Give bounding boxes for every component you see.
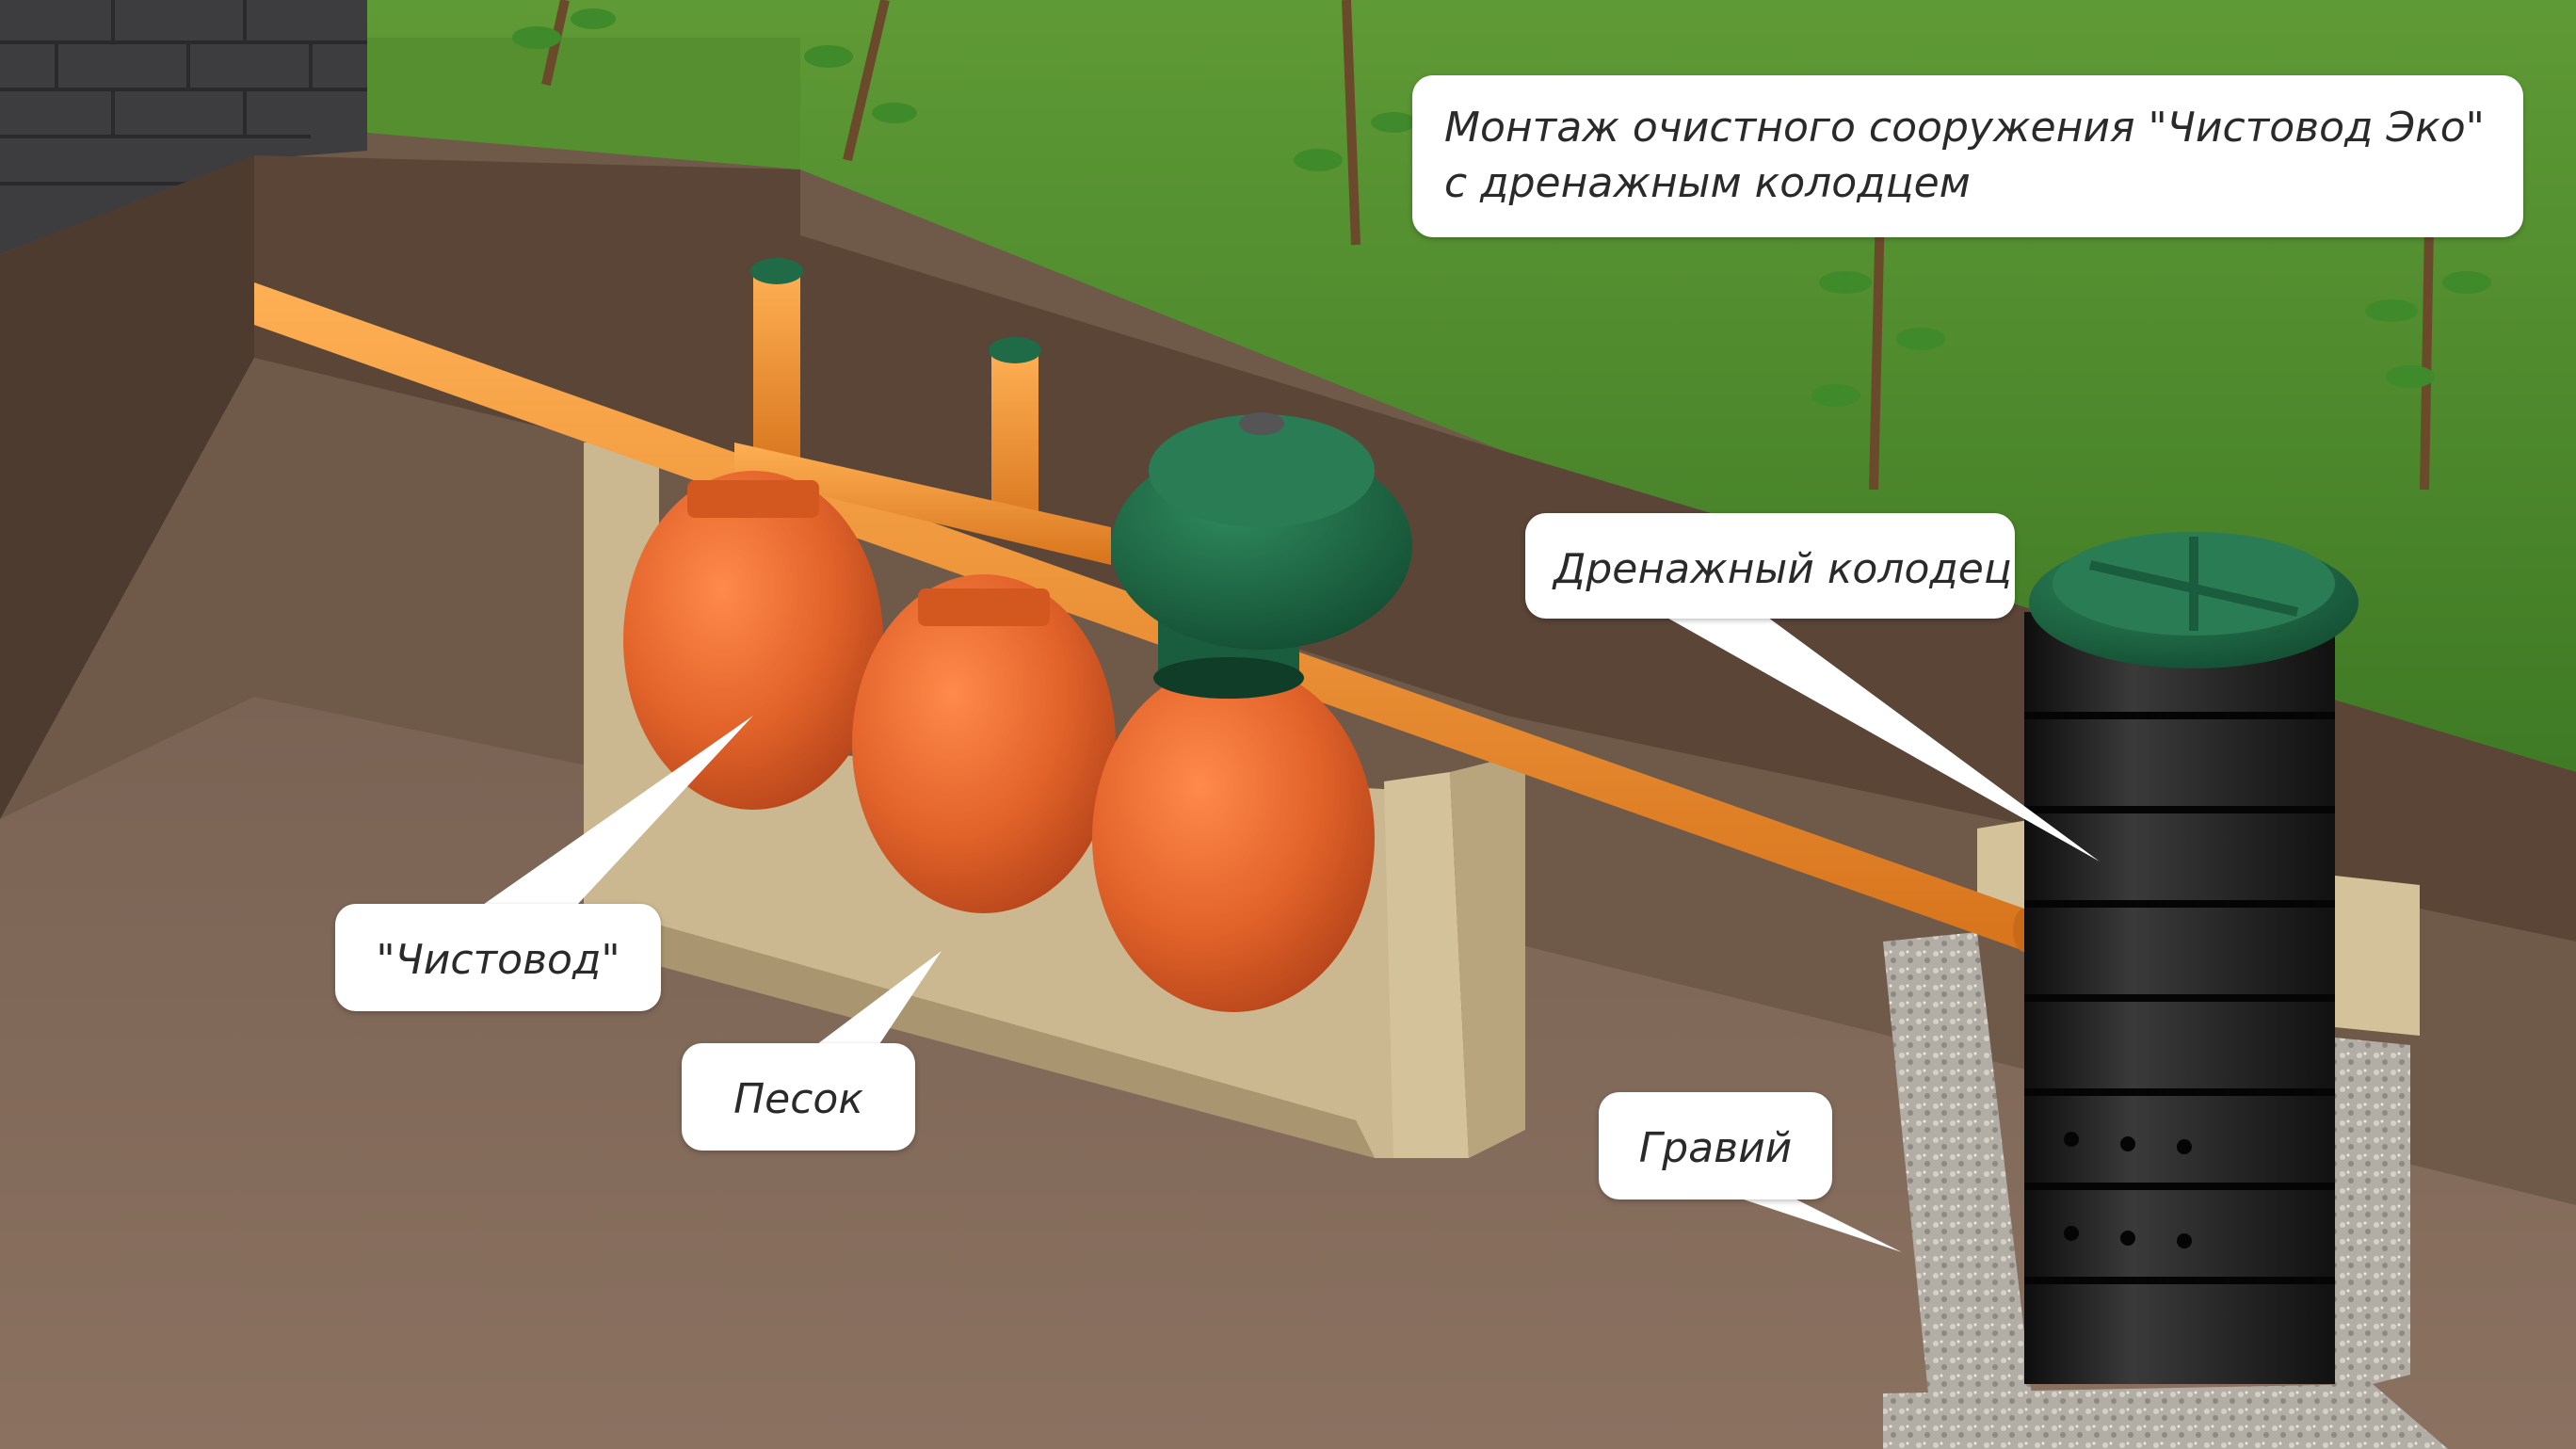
tank-1 <box>623 471 883 810</box>
callout-pointers <box>471 612 2100 1252</box>
gravel-label: Гравий <box>1599 1092 1832 1199</box>
drainage-well-label: Дренажный колодец <box>1525 513 2015 619</box>
title-line-1: Монтаж очистного сооружения "Чистовод Эк… <box>1444 104 2485 152</box>
title-line-2: с дренажным колодцем <box>1444 159 1971 208</box>
title-callout: Монтаж очистного сооружения "Чистовод Эк… <box>1412 75 2523 237</box>
bio-module-lid <box>1111 412 1412 699</box>
grass-area-left <box>358 38 800 169</box>
tank-2 <box>852 574 1116 913</box>
brick-wall <box>0 0 367 254</box>
sand-label: Песок <box>682 1043 915 1151</box>
septic-tanks <box>623 471 1375 1012</box>
chistovod-label: "Чистовод" <box>335 904 661 1011</box>
vent-risers <box>734 258 1111 565</box>
soil-back-wall <box>254 155 2576 942</box>
drainage-well <box>2024 532 2359 1384</box>
gravel-bed <box>1883 819 2448 1449</box>
soil-left-wall <box>0 155 254 819</box>
tank-3 <box>1092 664 1375 1012</box>
